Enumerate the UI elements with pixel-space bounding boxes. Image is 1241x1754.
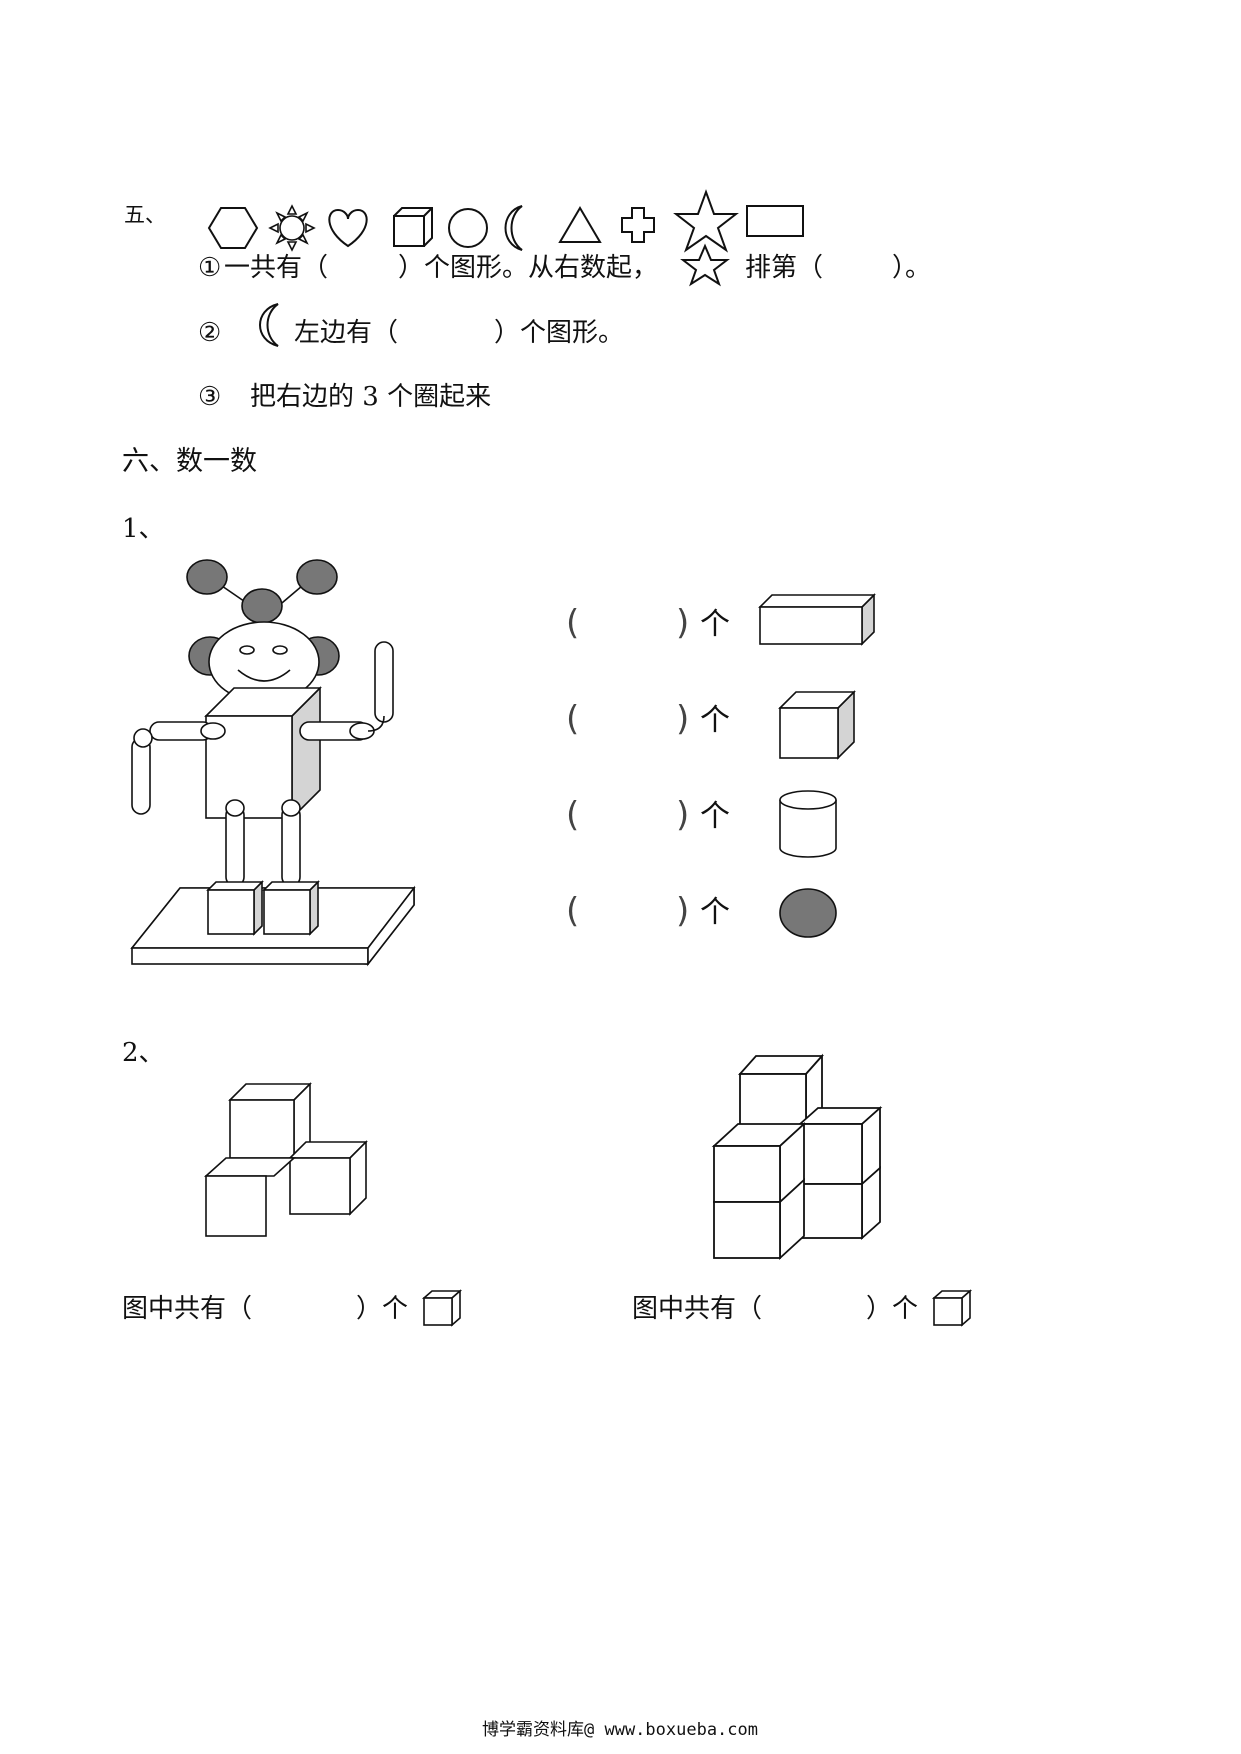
paren-right: ) — [676, 891, 690, 931]
paren-right: ) — [676, 795, 690, 835]
rectangle-icon — [746, 205, 804, 237]
paren-left: ( — [566, 795, 580, 835]
q2-text-b: ）个图形。 — [494, 318, 625, 348]
robot-body — [205, 715, 293, 819]
q3-number: ③ — [198, 382, 222, 412]
q1-star-icon — [680, 243, 730, 287]
paren-left: ( — [566, 603, 580, 643]
triangle-icon — [558, 206, 602, 243]
q2-crescent-moon-icon — [259, 303, 279, 347]
cube-icon — [778, 690, 856, 760]
paren-left: ( — [566, 891, 580, 931]
cube-stack-2 — [711, 1053, 883, 1261]
paren-right: ) — [676, 603, 690, 643]
count-shapes — [758, 593, 876, 938]
answer2-blank[interactable] — [768, 1290, 864, 1328]
q3-text: 把右边的 3 个圈起来 — [250, 382, 492, 412]
section6-title: 六、数一数 — [122, 446, 257, 477]
sphere-icon — [779, 888, 837, 938]
unit-label: 个 — [700, 607, 730, 642]
q2-number: ② — [198, 318, 222, 348]
shape-row — [207, 189, 804, 253]
q1-text-a: 一共有（ — [224, 253, 329, 283]
section5-label: 五、 — [124, 203, 166, 227]
q1-text-b: ）个图形。从右数起， — [398, 253, 659, 283]
star-icon — [673, 189, 739, 253]
q2-text-a: 左边有（ — [294, 318, 399, 348]
answer1-cube-icon — [421, 1289, 463, 1327]
robot-antenna-ball-left — [186, 559, 228, 595]
q1-number: ① — [198, 253, 222, 283]
heart-icon — [328, 208, 368, 248]
answer2-text-b: ）个 — [866, 1294, 919, 1324]
cuboid-icon — [758, 593, 876, 646]
robot-antenna-ball-right — [296, 559, 338, 595]
q1-text-c: 排第（ — [745, 253, 824, 283]
answer1-blank[interactable] — [258, 1290, 354, 1328]
answer1-text-a: 图中共有（ — [122, 1294, 253, 1324]
sun-icon — [268, 204, 316, 252]
robot-figure — [130, 559, 416, 967]
section6-part1-label: 1、 — [122, 514, 165, 544]
cylinder-icon — [779, 790, 837, 858]
unit-label: 个 — [700, 703, 730, 738]
unit-label: 个 — [700, 895, 730, 930]
answer2-text-a: 图中共有（ — [632, 1294, 763, 1324]
cube-icon — [393, 207, 433, 247]
answer2-cube-icon — [931, 1289, 973, 1327]
answer1-text-b: ）个 — [356, 1294, 409, 1324]
footer-watermark: 博学霸资料库@ www.boxueba.com — [482, 1720, 758, 1740]
cross-icon — [621, 207, 655, 243]
paren-left: ( — [566, 699, 580, 739]
q1-text-d: ）。 — [892, 253, 932, 283]
circle-icon — [448, 208, 488, 248]
hexagon-icon — [207, 207, 259, 249]
cube-stack-1 — [203, 1082, 368, 1237]
crescent-moon-icon — [504, 205, 523, 251]
unit-label: 个 — [700, 799, 730, 834]
section6-part2-label: 2、 — [122, 1038, 165, 1068]
paren-right: ) — [676, 699, 690, 739]
